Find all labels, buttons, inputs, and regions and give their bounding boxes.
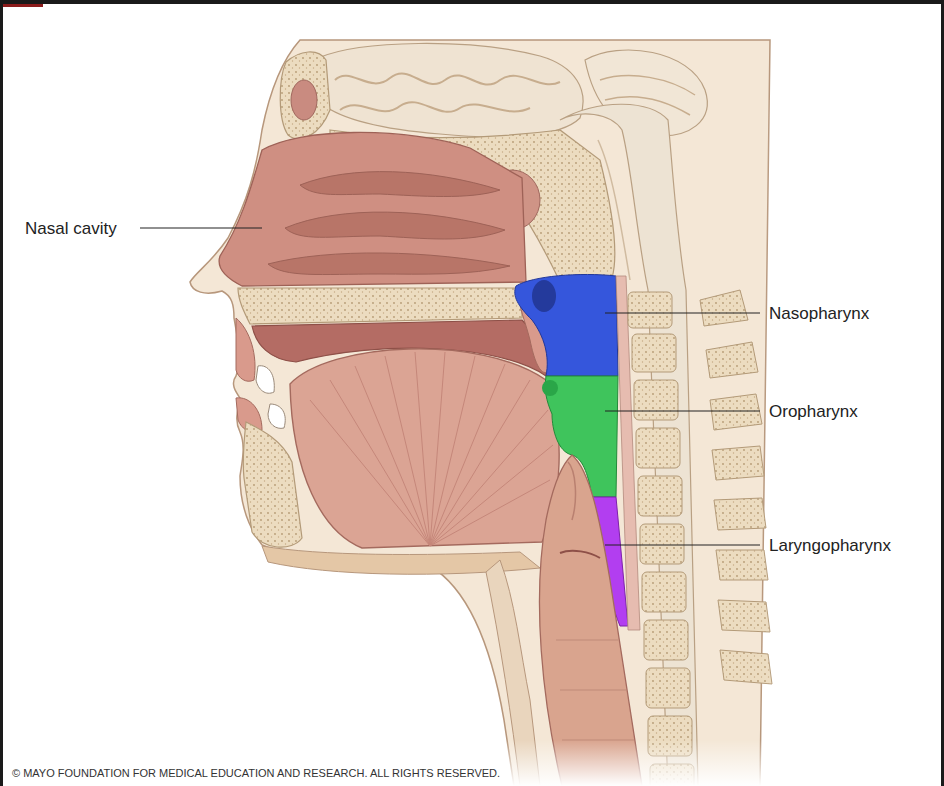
larynx-part (568, 462, 575, 520)
tongue-part-part (430, 364, 505, 546)
leader-lines-part (140, 227, 262, 228)
part-label: Oropharynx (769, 401, 858, 422)
teeth-part (268, 404, 285, 428)
nasopharynx-region-part (515, 274, 618, 376)
tongue-part (290, 349, 559, 548)
vertebral-column-part (632, 334, 676, 372)
tongue-part-part (430, 352, 445, 546)
nasopharynx-region (515, 274, 618, 376)
tongue-part-part (355, 366, 430, 546)
oropharynx-region-part (542, 380, 558, 396)
copyright-note: © MAYO FOUNDATION FOR MEDICAL EDUCATION … (12, 766, 500, 781)
part-label: Nasopharynx (769, 303, 869, 324)
leader-lines-part (605, 544, 760, 545)
vertebral-column-part (634, 380, 678, 420)
vertebral-column-part (644, 620, 688, 660)
oral-cavity-part (236, 318, 255, 381)
vertebral-column-part (628, 292, 672, 328)
tongue-part-part (430, 380, 530, 546)
mandible-part (243, 422, 302, 547)
tongue-part-part (415, 352, 430, 546)
skull-bone-part (291, 80, 317, 120)
skull-bone-part (280, 52, 330, 139)
part-label: Nasal cavity (25, 218, 117, 239)
larynx-part (539, 455, 642, 786)
image-frame-part (0, 0, 3, 786)
tongue-part (310, 352, 553, 546)
leader-lines-part (605, 410, 760, 411)
vertebral-column (0, 100, 944, 786)
brain-part (335, 74, 560, 85)
brainstem-part (598, 140, 630, 280)
leader-lines (140, 228, 760, 545)
teeth (256, 366, 285, 429)
mandible (243, 422, 302, 547)
vertebral-column-part (0, 740, 944, 786)
brain-part (309, 43, 583, 137)
nasopharynx-region-part (532, 280, 556, 312)
part-label: Laryngopharynx (769, 535, 891, 556)
tongue-part-part (310, 400, 430, 546)
tongue-part-part (430, 480, 550, 546)
head-section (190, 40, 770, 786)
tongue-part-part (430, 356, 475, 546)
image-frame-part (0, 0, 944, 4)
vertebral-column-part (638, 476, 682, 516)
hard-palate (238, 288, 522, 324)
brain-part (340, 102, 530, 112)
head-section-part (190, 40, 770, 786)
nasal-cavity (219, 132, 526, 286)
vertebral-column-part (646, 668, 690, 708)
larynx-part (560, 551, 600, 558)
image-frame-part (3, 4, 43, 7)
vertebral-column-part (640, 524, 684, 564)
image-frame-part (941, 0, 944, 786)
tongue (290, 349, 559, 548)
nasal-cavity-part (300, 172, 500, 197)
tongue-part-part (330, 380, 430, 546)
larynx (539, 455, 642, 786)
vertebral-column-part (636, 428, 680, 468)
tongue-part-part (430, 445, 553, 546)
vertebral-column-part (642, 572, 686, 612)
tongue-part-part (430, 410, 548, 546)
nasal-cavity-part (219, 132, 526, 286)
larynx-part (556, 640, 634, 740)
hard-palate-part (238, 288, 522, 324)
nasal-cavity-part (285, 212, 505, 239)
tongue-part-part (385, 356, 430, 546)
teeth-part (256, 366, 274, 394)
leader-lines-part (605, 312, 760, 313)
vertebral-column-part (760, 100, 944, 786)
nasal-cavity-part (268, 253, 510, 275)
